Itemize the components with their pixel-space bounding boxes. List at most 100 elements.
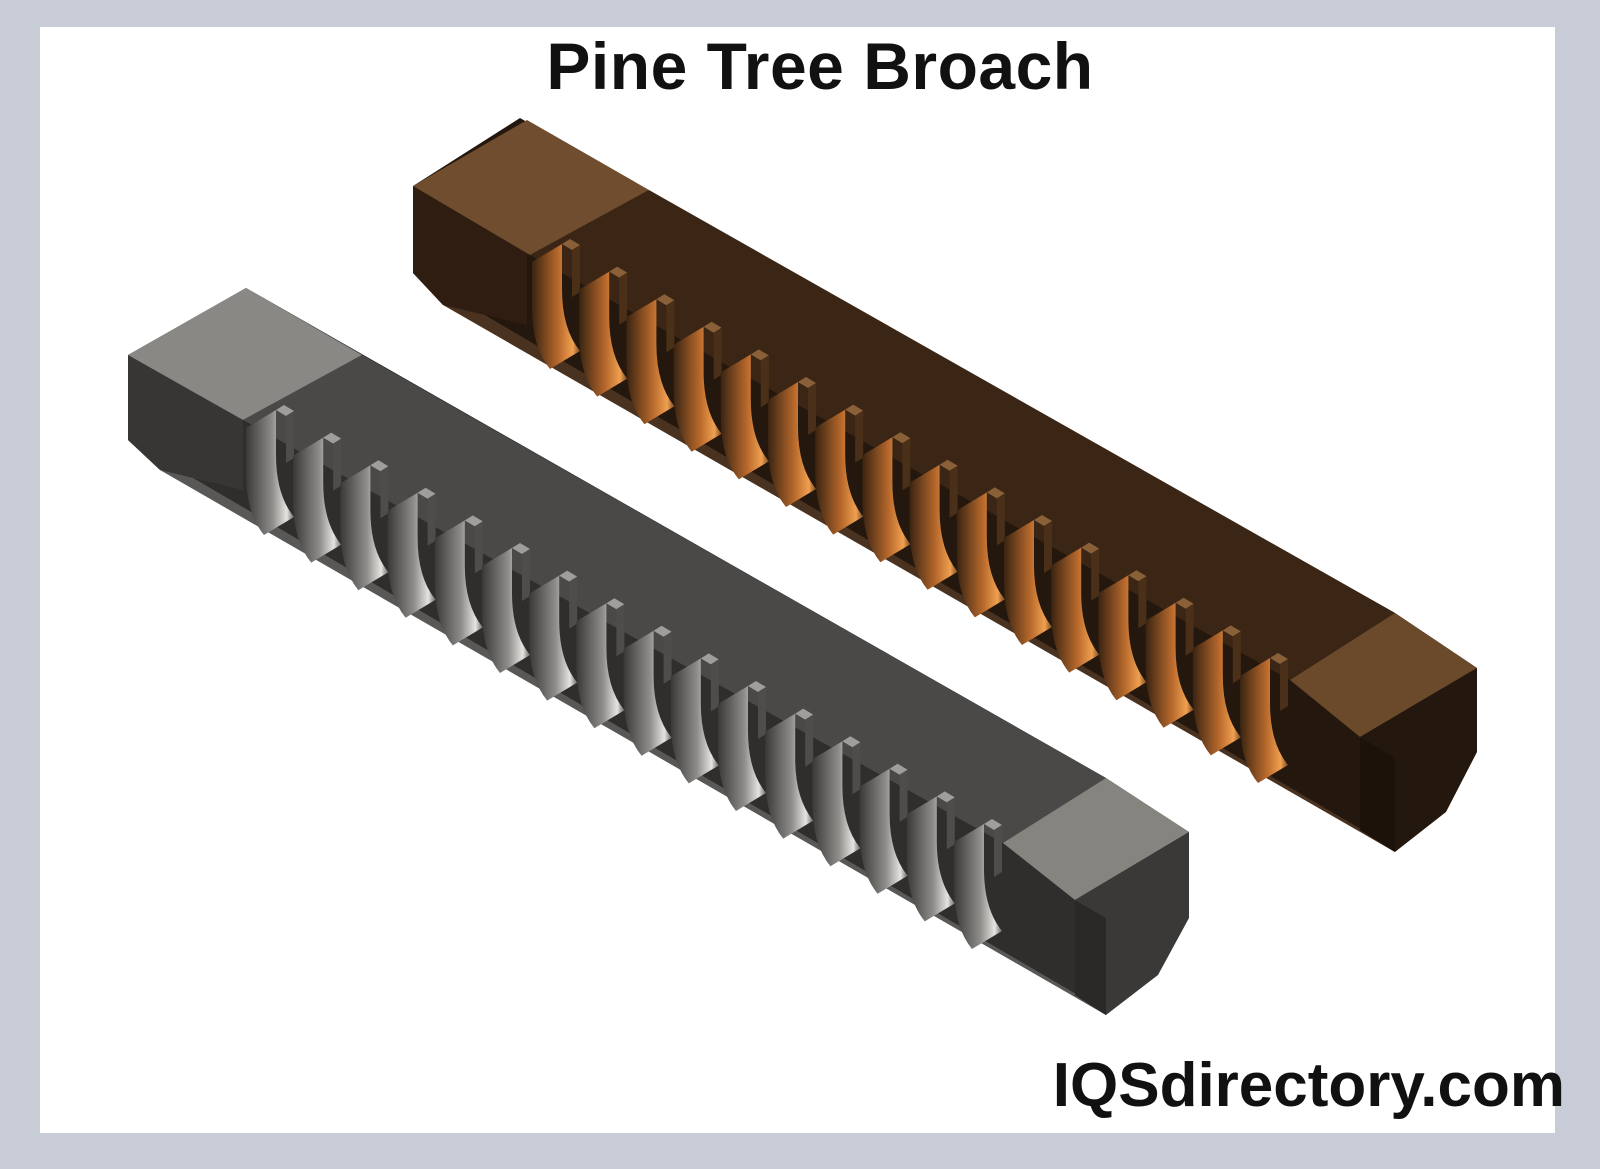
steel-tooth-edge [616, 604, 625, 657]
copper-tooth-edge [902, 438, 911, 491]
copper-tooth-ridge [1081, 542, 1100, 554]
steel-tooth-ridge [889, 763, 908, 775]
steel-tooth-edge [286, 411, 294, 463]
copper-tooth-groove [909, 464, 958, 590]
copper-tooth-groove [1192, 630, 1241, 756]
steel-tooth-groove [246, 410, 294, 535]
steel-tooth-ridge [842, 736, 861, 748]
copper-tooth-groove [1240, 658, 1288, 783]
copper-top-shelf [530, 190, 1395, 680]
steel-tooth-groove [623, 630, 672, 756]
copper-start-block-top [413, 120, 649, 255]
copper-tooth-groove [862, 437, 911, 563]
copper-bottom-chamfer [413, 273, 1395, 852]
copper-tooth-ridge [845, 404, 864, 416]
steel-tooth-groove [859, 768, 908, 894]
steel-tooth-groove [670, 658, 719, 784]
copper-tooth-groove [956, 492, 1005, 618]
copper-end-block-top [1290, 613, 1477, 737]
steel-tooth-groove [954, 824, 1002, 949]
copper-end-block-face [1360, 737, 1395, 852]
steel-tooth-ridge [936, 791, 955, 803]
copper-teeth [532, 239, 1288, 783]
copper-tooth-edge [666, 300, 675, 353]
steel-tooth-edge [899, 769, 908, 822]
diagram-title: Pine Tree Broach [546, 29, 1094, 103]
copper-tooth-ridge [750, 349, 769, 361]
copper-tooth-edge [996, 493, 1005, 546]
copper-tooth-edge [1138, 576, 1147, 629]
copper-tooth-groove [1145, 602, 1194, 728]
steel-tooth-groove [765, 713, 814, 839]
steel-tooth-edge [994, 825, 1002, 877]
steel-tooth-groove [434, 520, 483, 646]
steel-end-block-top [1003, 778, 1189, 900]
steel-tooth-edge [522, 549, 530, 601]
steel-tooth-ridge [748, 681, 766, 692]
copper-tooth-ridge [1222, 625, 1241, 637]
steel-tooth-edge [663, 631, 672, 684]
copper-tooth-groove [626, 299, 675, 425]
site-watermark: IQSdirectory.com [1052, 1051, 1565, 1120]
steel-tooth-ridge [512, 543, 530, 554]
steel-lower-band [128, 355, 243, 490]
steel-tooth-groove [718, 686, 766, 811]
steel-tooth-ridge [417, 487, 436, 499]
copper-tooth-edge [1091, 548, 1100, 601]
steel-tooth-edge [427, 493, 436, 546]
copper-tooth-groove [815, 409, 864, 535]
copper-tooth-edge [1044, 521, 1052, 573]
steel-tooth-edge [569, 576, 578, 629]
copper-tooth-ridge [656, 294, 675, 306]
steel-tooth-edge [946, 797, 955, 850]
steel-tooth-groove [906, 796, 955, 922]
copper-tooth-groove [673, 326, 722, 452]
steel-tooth-edge [380, 466, 389, 519]
copper-tooth-groove [768, 382, 816, 507]
copper-tooth-groove [579, 271, 628, 397]
steel-tooth-ridge [370, 460, 389, 472]
copper-tooth-ridge [1270, 653, 1288, 664]
copper-tooth-edge [808, 383, 816, 435]
copper-tooth-groove [720, 354, 769, 480]
steel-teeth [246, 405, 1002, 949]
copper-tooth-edge [1280, 659, 1288, 711]
steel-tooth-ridge [700, 653, 719, 665]
steel-tooth-edge [758, 687, 766, 739]
steel-tooth-groove [576, 603, 625, 729]
steel-tooth-edge [852, 742, 861, 795]
steel-tooth-edge [710, 659, 719, 712]
copper-tooth-ridge [1128, 570, 1147, 582]
copper-tooth-groove [1098, 575, 1147, 701]
steel-tooth-groove [387, 492, 436, 618]
copper-tooth-ridge [892, 432, 911, 444]
steel-tooth-groove [293, 437, 342, 563]
steel-tooth-ridge [559, 570, 578, 582]
steel-tooth-ridge [323, 432, 342, 444]
copper-tooth-ridge [1034, 515, 1052, 526]
copper-tooth-edge [713, 327, 722, 380]
copper-tooth-ridge [562, 239, 580, 250]
copper-tooth-edge [760, 355, 769, 408]
copper-tooth-groove [1051, 547, 1100, 673]
copper-broach [413, 118, 1477, 852]
copper-lower-band [413, 186, 527, 325]
copper-tooth-ridge [798, 377, 816, 388]
steel-tooth-ridge [795, 708, 814, 720]
copper-tooth-edge [619, 272, 628, 325]
steel-tooth-edge [333, 438, 342, 491]
steel-tooth-ridge [984, 819, 1002, 830]
steel-tooth-edge [805, 714, 814, 767]
steel-tooth-groove [482, 548, 530, 673]
copper-tooth-ridge [1175, 597, 1194, 609]
steel-broach [128, 288, 1189, 1015]
steel-tooth-groove [529, 575, 578, 701]
steel-end-block-face [1075, 900, 1106, 1015]
steel-tooth-groove [812, 741, 861, 867]
steel-top-shelf [243, 355, 1106, 843]
copper-tooth-ridge [986, 487, 1005, 499]
steel-tooth-ridge [606, 598, 625, 610]
copper-tooth-edge [949, 465, 958, 518]
copper-tooth-ridge [703, 321, 722, 333]
